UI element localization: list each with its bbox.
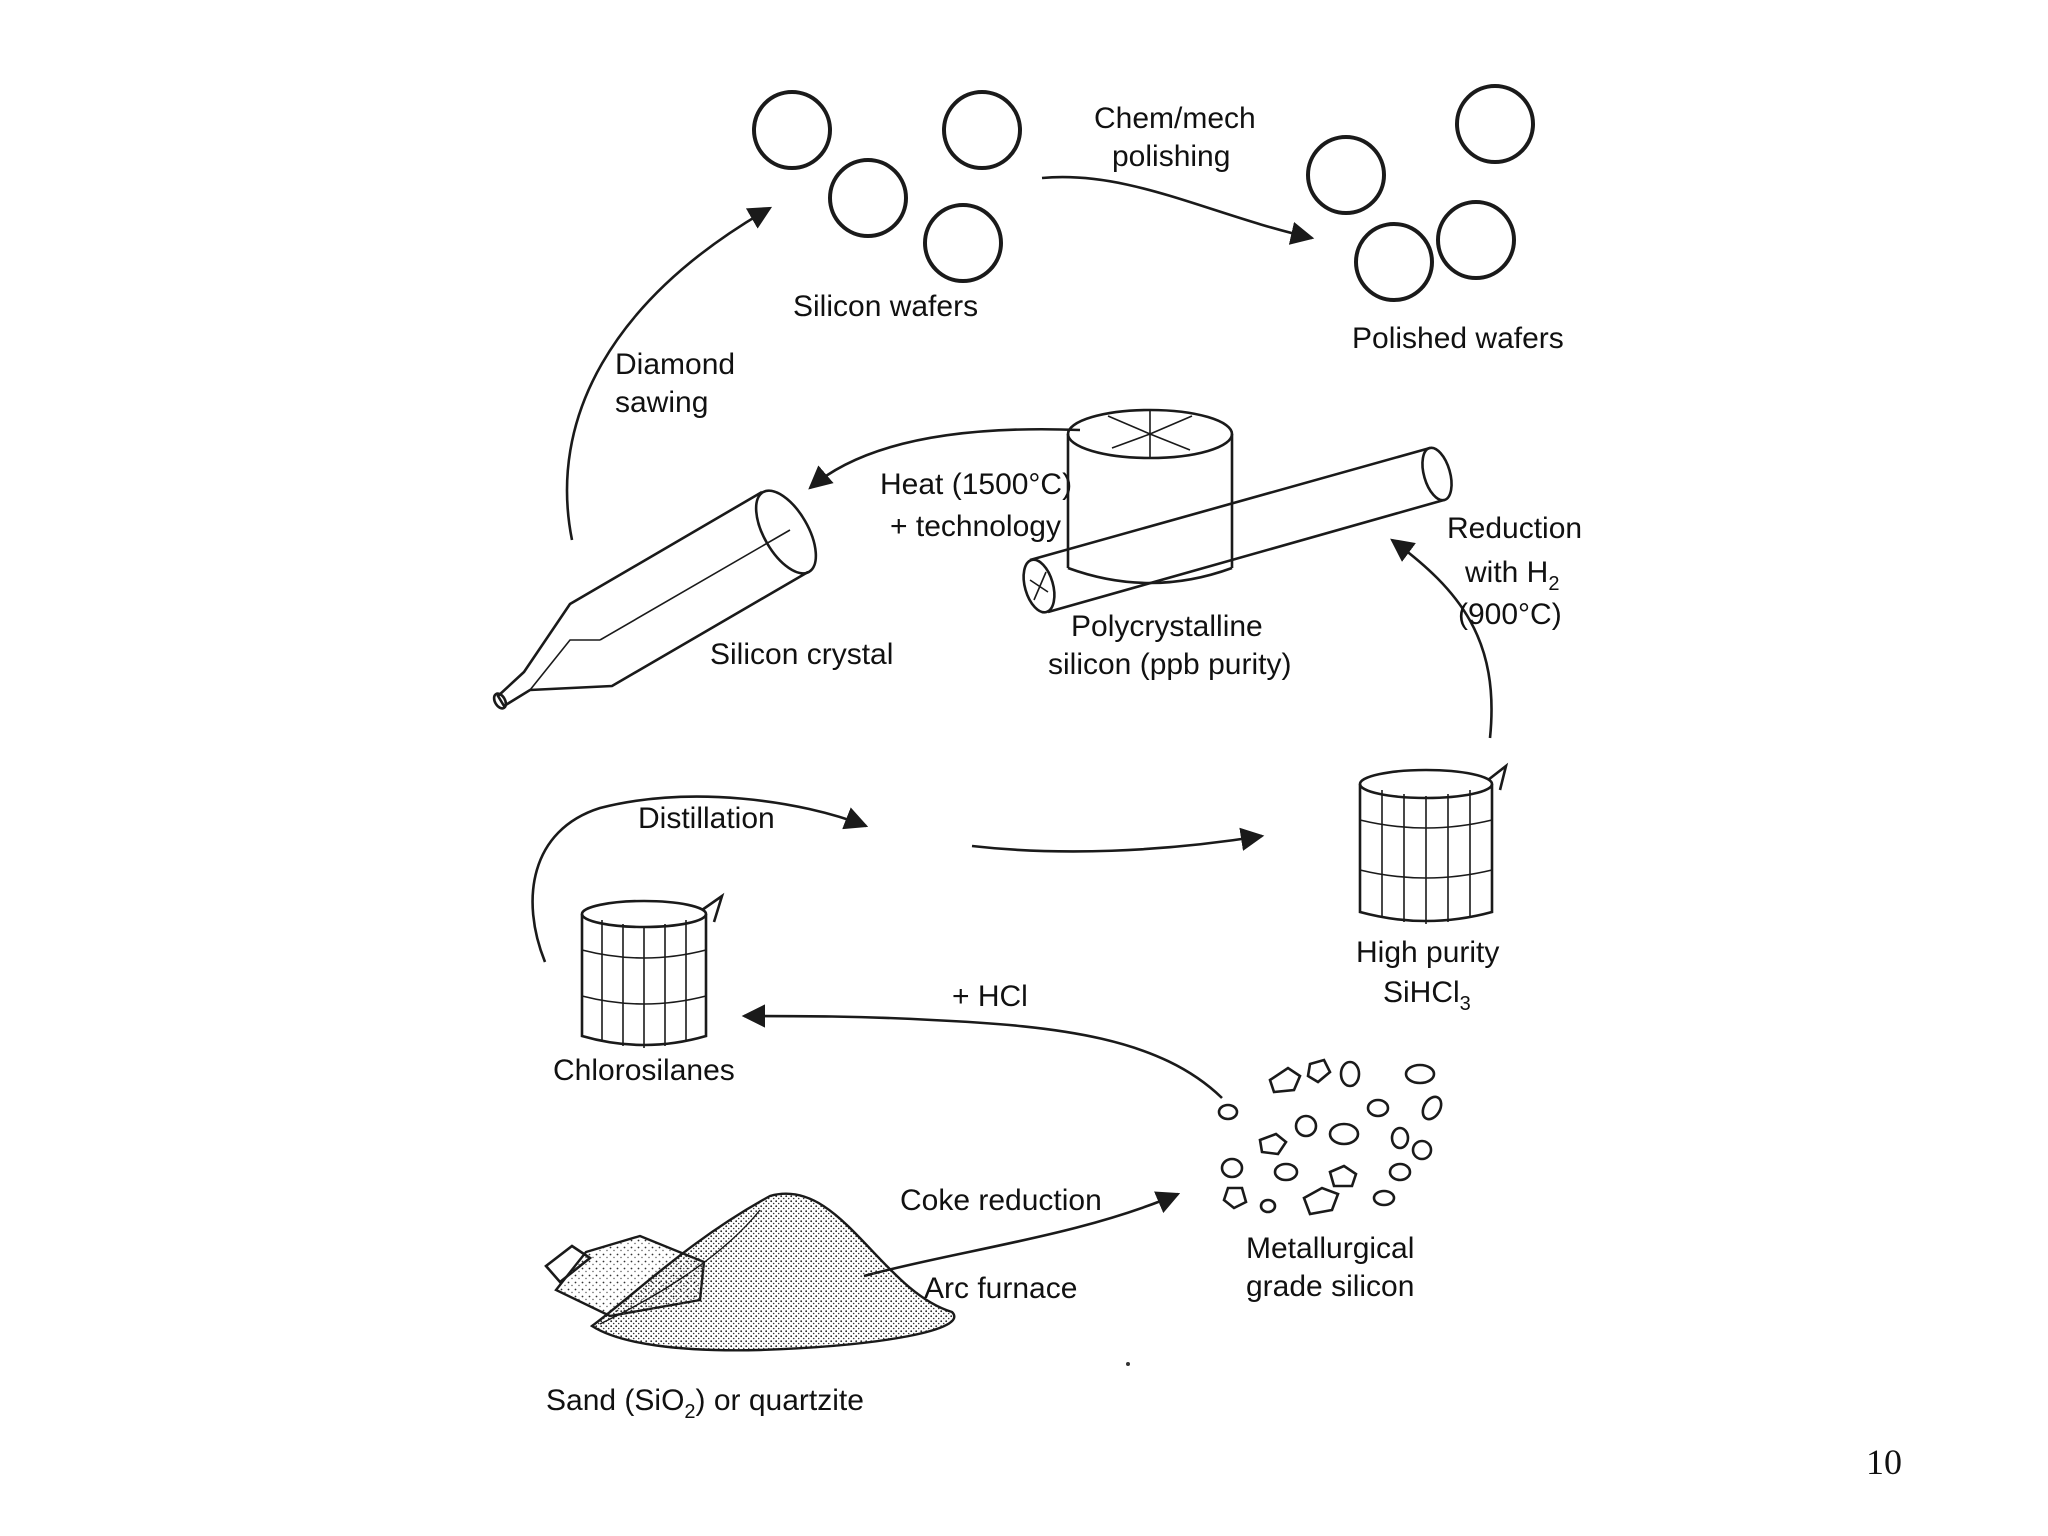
wafer-icon [752,90,832,170]
coke-reduction-label: Coke reduction [900,1184,1102,1217]
distillation-to-high-purity-arrow [971,827,1265,853]
high-purity-label-line1: High purity [1356,936,1499,969]
metallurgical-label-line2: grade silicon [1246,1270,1414,1303]
polished-wafer-icon [1436,200,1516,280]
silicon-wafers-group [752,90,1022,283]
speck-mark [1126,1362,1130,1366]
reduction-label-line1: Reduction [1447,512,1582,545]
polished-wafers-group [1306,84,1535,302]
hcl-arrow [741,1004,1223,1099]
silicon-crystal-label: Silicon crystal [710,638,893,671]
wafer-icon [942,90,1022,170]
distillation-loop-arrow [531,795,869,963]
arc-furnace-label: Arc furnace [924,1272,1077,1305]
high-purity-label-line2: SiHCl3 [1383,976,1471,1015]
silicon-crystal-ingot-icon [492,489,818,710]
diamond-sawing-label-line2: sawing [615,386,708,419]
polished-wafer-icon [1455,84,1535,164]
distillation-label: Distillation [638,802,775,835]
polishing-label-line1: Chem/mech [1094,102,1256,135]
wafer-icon [923,203,1003,283]
chlorosilanes-beaker-icon [580,892,725,1048]
wafer-icon [828,158,908,238]
sand-pile-icon [544,1192,956,1352]
polishing-arrow [1041,175,1315,245]
polished-wafer-icon [1306,135,1386,215]
reduction-arrow [1390,538,1493,739]
heat-label-line2: + technology [890,510,1061,543]
coke-reduction-arrow [863,1191,1181,1278]
metallurgical-silicon-chunks-icon [1217,1058,1443,1216]
diamond-sawing-label-line1: Diamond [615,348,735,381]
heat-arrow [808,427,1081,490]
page-number: 10 [1866,1442,1902,1482]
metallurgical-label-line1: Metallurgical [1246,1232,1414,1265]
polished-wafer-icon [1354,222,1434,302]
sand-label: Sand (SiO2) or quartzite [546,1384,864,1423]
polycrystalline-label-line2: silicon (ppb purity) [1048,648,1291,681]
polished-wafers-label: Polished wafers [1352,322,1564,355]
hcl-label: + HCl [952,980,1028,1013]
chlorosilanes-label: Chlorosilanes [553,1054,735,1087]
polycrystalline-label-line1: Polycrystalline [1071,610,1263,643]
heat-label-line1: Heat (1500°C) [880,468,1072,501]
silicon-wafers-label: Silicon wafers [793,290,978,323]
reduction-label-line3: (900°C) [1458,598,1562,631]
polycrystalline-silicon-icon [1022,408,1453,614]
polishing-label-line2: polishing [1112,140,1230,173]
high-purity-beaker-icon [1358,762,1509,924]
reduction-label-line2: with H2 [1464,556,1559,595]
diamond-sawing-arrow [565,206,773,541]
